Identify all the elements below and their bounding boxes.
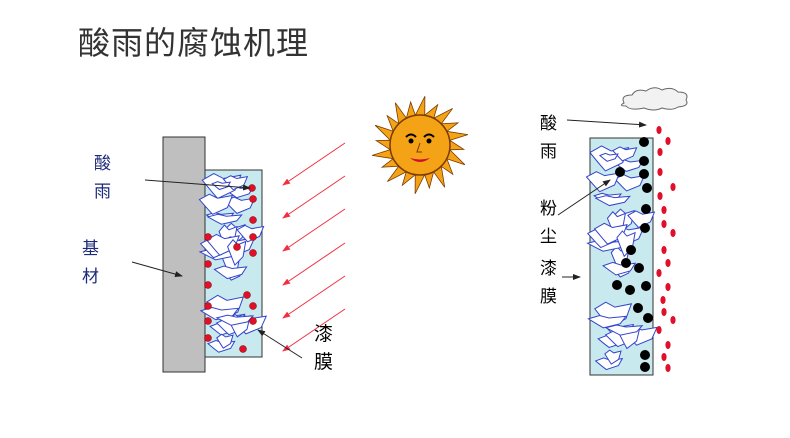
light-ray xyxy=(282,175,346,219)
acid-rain-drop xyxy=(665,364,671,372)
pigment-flake xyxy=(604,324,644,336)
acid-dot xyxy=(249,249,257,257)
light-ray xyxy=(282,242,346,286)
acid-dot xyxy=(204,334,212,342)
acid-rain-drop xyxy=(665,259,671,267)
pigment-flake xyxy=(198,193,234,215)
label-dust: 粉尘 xyxy=(540,199,557,247)
pigment-flake xyxy=(604,349,622,365)
pigment-flake xyxy=(236,224,265,243)
label-acid-rain-right: 酸雨 xyxy=(540,114,557,162)
pigment-flake xyxy=(199,306,240,321)
dust-particle xyxy=(640,362,650,372)
acid-rain-drop xyxy=(657,148,663,156)
acid-rain-drops xyxy=(656,126,676,372)
acid-dot xyxy=(243,291,251,299)
dust-particle xyxy=(639,169,649,179)
dust-particle xyxy=(640,223,650,233)
pigment-flake xyxy=(216,333,234,349)
acid-dot xyxy=(204,260,212,268)
dust-particle xyxy=(612,280,622,290)
acid-dot xyxy=(249,216,257,224)
pigment-flake xyxy=(593,222,628,245)
light-ray xyxy=(282,142,346,186)
label-substrate: 基材 xyxy=(82,239,99,287)
pigment-flake xyxy=(613,174,646,192)
pointer-acid-rain-left xyxy=(144,179,251,191)
pigment-flake xyxy=(616,230,636,258)
acid-dot xyxy=(204,281,212,289)
acid-rain-drop xyxy=(670,183,676,191)
dust-particle xyxy=(626,245,636,255)
light-ray xyxy=(282,308,346,352)
acid-rain-drop xyxy=(661,220,667,228)
label-acid-rain-left: 酸雨 xyxy=(94,154,111,202)
acid-rain-drop xyxy=(660,296,666,304)
sun-icon xyxy=(371,96,469,194)
acid-dot xyxy=(249,195,257,203)
cloud-icon xyxy=(620,87,688,111)
pointer-film-left xyxy=(257,329,303,359)
pigment-flakes-right xyxy=(585,145,658,371)
pigment-flake xyxy=(594,195,631,207)
acid-rain-drop xyxy=(656,269,662,277)
label-paint-film-left: 漆膜 xyxy=(314,323,334,373)
acid-rain-drop xyxy=(661,246,667,254)
acid-dot xyxy=(204,302,212,310)
pointer-dust xyxy=(557,179,611,216)
dust-particle xyxy=(625,285,635,295)
dust-particle xyxy=(639,156,649,166)
acid-rain-drop xyxy=(665,341,671,349)
pigment-flake xyxy=(227,239,247,267)
dust-particle xyxy=(642,183,652,193)
acid-rain-drop xyxy=(656,126,662,134)
dust-particle xyxy=(639,137,649,147)
substrate xyxy=(162,136,206,373)
acid-rain-drop xyxy=(670,229,676,237)
pigment-flake xyxy=(205,233,240,256)
sunlight-rays xyxy=(282,142,346,352)
pigment-flake xyxy=(627,210,656,229)
acid-rain-drop xyxy=(661,308,667,316)
pigment-flake xyxy=(612,146,638,162)
dust-particle xyxy=(633,303,643,313)
acid-dot xyxy=(249,317,257,325)
pigment-flake xyxy=(224,196,256,214)
acid-rain-drop xyxy=(657,168,663,176)
acid-rain-drop xyxy=(656,326,662,334)
acid-dot xyxy=(249,302,257,310)
dust-particles xyxy=(612,137,653,372)
dust-particle xyxy=(641,281,651,291)
acid-dot xyxy=(233,243,241,251)
dust-particle xyxy=(621,258,631,268)
dust-particle xyxy=(634,263,644,273)
acid-rain-drop xyxy=(661,353,667,361)
label-paint-film-right: 漆膜 xyxy=(540,259,557,307)
acid-rain-drop xyxy=(657,192,663,200)
acid-dots-left xyxy=(204,184,257,353)
acid-rain-drop xyxy=(670,316,676,324)
dust-particle xyxy=(641,204,651,214)
light-ray xyxy=(282,208,346,252)
pigment-flake xyxy=(598,152,619,162)
light-ray xyxy=(282,275,346,319)
pigment-flake xyxy=(213,265,248,280)
pointer-acid-rain-right xyxy=(566,119,647,128)
acid-dot xyxy=(204,233,212,241)
acid-dot xyxy=(239,345,247,353)
acid-rain-drop xyxy=(665,283,671,291)
page-title: 酸雨的腐蚀机理 xyxy=(78,24,310,62)
acid-rain-drop xyxy=(665,137,671,145)
acid-dot xyxy=(204,317,212,325)
dust-particle xyxy=(615,167,625,177)
pigment-flake xyxy=(206,213,243,225)
dust-particle xyxy=(643,313,653,323)
pigment-flake xyxy=(587,315,627,329)
dust-particle xyxy=(640,350,650,360)
acid-dot xyxy=(249,233,257,241)
pointer-substrate xyxy=(131,261,183,278)
acid-rain-drop xyxy=(661,206,667,214)
